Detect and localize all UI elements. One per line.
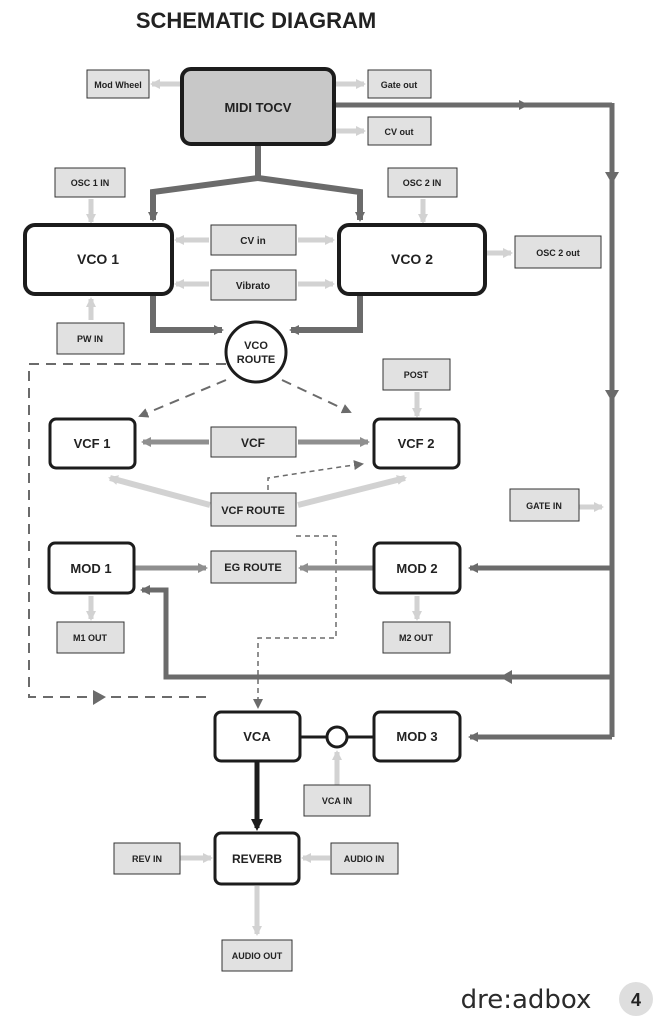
vcf2-module: VCF 2 (372, 417, 461, 470)
vcf2-label: VCF 2 (398, 436, 435, 451)
eg-route-box: EG ROUTE (210, 550, 297, 584)
bus-arrowhead-2 (605, 390, 619, 402)
page-number-badge: 4 (619, 982, 653, 1016)
vcf-route-label: VCF ROUTE (221, 505, 285, 517)
mod1-module: MOD 1 (47, 541, 136, 595)
bus-to-mod1-arrowhead (500, 670, 512, 684)
mod2-module: MOD 2 (372, 541, 462, 595)
dashed-vcfroute-to-vca (253, 535, 337, 709)
m2-out-label: M2 OUT (399, 633, 434, 643)
vco-route-node: VCO ROUTE (224, 320, 288, 384)
bus-arrowhead-1 (605, 172, 619, 184)
midi-to-cv-module: MIDI TOCV (180, 67, 336, 146)
arrow-midi-to-vco1 (148, 145, 261, 222)
mod3-label: MOD 3 (396, 729, 437, 744)
osc1-in-box: OSC 1 IN (54, 167, 126, 198)
vca-module: VCA (213, 710, 302, 763)
arrow-vcfroute-to-vcf2 (297, 475, 407, 508)
osc2-out-label: OSC 2 out (536, 248, 580, 258)
vco-route-label-line1: VCO (244, 340, 268, 352)
audio-in-box: AUDIO IN (330, 842, 399, 875)
dashed-route-arrowhead (93, 690, 106, 705)
reverb-module: REVERB (213, 831, 301, 886)
mod-wheel-label: Mod Wheel (94, 80, 142, 90)
osc2-out-box: OSC 2 out (514, 235, 602, 269)
vcf1-module: VCF 1 (48, 417, 137, 470)
vco2-module: VCO 2 (337, 223, 487, 296)
gate-in-box: GATE IN (509, 488, 580, 522)
vca-mod3-junction (325, 725, 349, 749)
cv-out-label: CV out (385, 127, 414, 137)
eg-route-label: EG ROUTE (224, 562, 281, 574)
vco2-label: VCO 2 (391, 251, 433, 267)
vibrato-box: Vibrato (210, 269, 297, 301)
vibrato-label: Vibrato (236, 281, 270, 292)
vcf-route-box: VCF ROUTE (210, 492, 297, 527)
vcf-label: VCF (241, 436, 265, 450)
gate-in-label: GATE IN (526, 501, 562, 511)
vco-route-label-line2: ROUTE (237, 354, 276, 366)
vco1-label: VCO 1 (77, 251, 119, 267)
gate-out-label: Gate out (381, 80, 418, 90)
audio-out-box: AUDIO OUT (221, 939, 293, 972)
cv-out-box: CV out (367, 116, 432, 146)
dashed-route-to-vca (28, 363, 226, 698)
arrow-vco2-to-route (289, 296, 363, 335)
post-box: POST (382, 358, 451, 391)
cv-in-box: CV in (210, 224, 297, 256)
arrow-vcfroute-to-vcf1 (108, 475, 211, 508)
vco1-module: VCO 1 (23, 223, 174, 296)
audio-in-label: AUDIO IN (344, 854, 385, 864)
arrow-midi-to-vco2 (257, 175, 365, 222)
osc2-in-box: OSC 2 IN (387, 167, 458, 198)
m1-out-label: M1 OUT (73, 633, 108, 643)
bus-to-mod1 (140, 585, 612, 680)
mod3-module: MOD 3 (372, 710, 462, 763)
post-label: POST (404, 370, 429, 380)
dashed-vcfroute-to-vcf2 (267, 460, 364, 490)
page-number: 4 (631, 990, 641, 1010)
vcf-box: VCF (210, 426, 297, 458)
mod2-label: MOD 2 (396, 561, 437, 576)
diagram-title: SCHEMATIC DIAGRAM (136, 8, 376, 33)
pw-in-label: PW IN (77, 334, 103, 344)
midi-to-cv-label: MIDI TOCV (225, 100, 292, 115)
brand-logo: dre:adbox (461, 985, 592, 1015)
dashed-route-to-vcf2 (281, 379, 352, 414)
rev-in-label: REV IN (132, 854, 162, 864)
mod1-label: MOD 1 (70, 561, 111, 576)
vcf1-label: VCF 1 (74, 436, 111, 451)
mod-wheel-box: Mod Wheel (86, 69, 150, 99)
m1-out-box: M1 OUT (56, 621, 125, 654)
pw-in-box: PW IN (56, 322, 125, 355)
gate-out-box: Gate out (367, 69, 432, 99)
vca-in-box: VCA IN (303, 784, 371, 817)
vca-in-label: VCA IN (322, 796, 352, 806)
vca-label: VCA (243, 729, 271, 744)
cv-in-label: CV in (240, 236, 266, 247)
audio-out-label: AUDIO OUT (232, 951, 283, 961)
arrow-vco1-to-route (150, 296, 224, 335)
osc2-in-label: OSC 2 IN (403, 178, 442, 188)
reverb-label: REVERB (232, 852, 282, 866)
dashed-route-to-vcf1 (138, 379, 227, 418)
osc1-in-label: OSC 1 IN (71, 178, 110, 188)
rev-in-box: REV IN (113, 842, 181, 875)
m2-out-box: M2 OUT (382, 621, 451, 654)
connections (28, 79, 619, 936)
